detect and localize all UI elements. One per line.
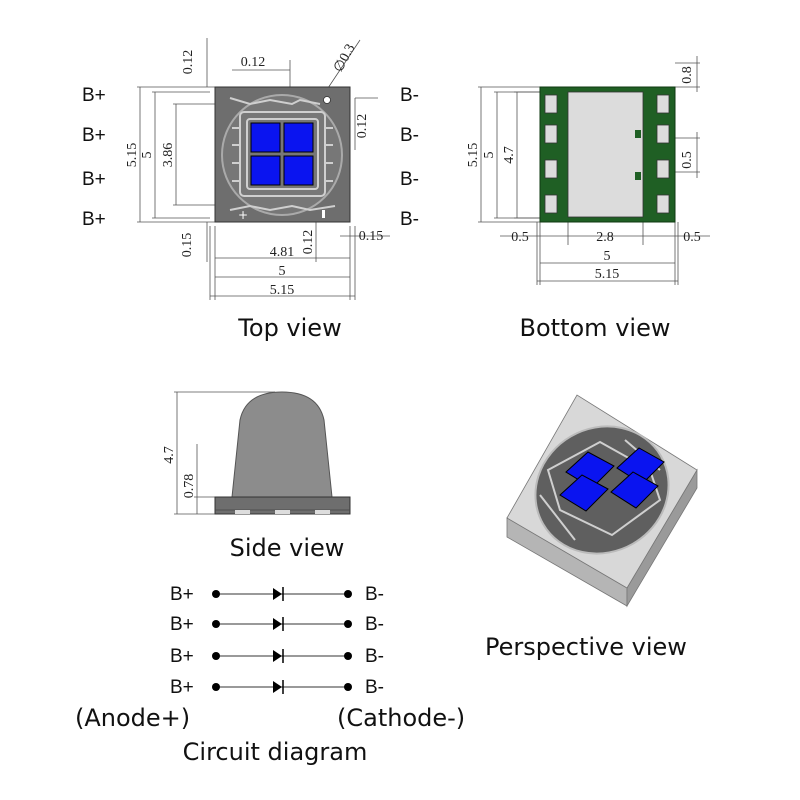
dim-left-gap: 0.5: [511, 230, 529, 245]
diode-icon: [273, 649, 284, 663]
dim-body-width: 5: [279, 264, 286, 279]
diode-icon: [273, 587, 284, 601]
led-die: [250, 122, 281, 153]
dim-base-height: 0.78: [182, 474, 197, 499]
dim-right-gap: 0.5: [683, 230, 701, 245]
node-dot: [212, 683, 220, 691]
pin-label-anode: B+: [170, 677, 194, 698]
dim-pad-height: 4.7: [502, 146, 517, 164]
pin-label-cathode: B-: [365, 614, 384, 635]
pin-label-anode: B+: [82, 209, 106, 230]
pin-label-anode: B+: [82, 85, 106, 106]
dim-mid-right: 0.5: [680, 151, 695, 169]
dim-right-gap: 0.12: [355, 114, 370, 139]
pin-label-anode: B+: [170, 646, 194, 667]
pin-label-cathode: B-: [400, 209, 419, 230]
led-die: [610, 471, 659, 509]
diode-icon: [273, 617, 284, 631]
perspective-view-caption: Perspective view: [485, 633, 687, 661]
dim-top-gap: 0.12: [181, 50, 196, 75]
pin-label-cathode: B-: [400, 85, 419, 106]
node-dot: [344, 652, 352, 660]
dim-outer-height: 5.15: [466, 143, 481, 168]
bottom-view-caption: Bottom view: [520, 314, 671, 342]
diode-icon: [273, 680, 284, 694]
node-dot: [212, 652, 220, 660]
dim-body-height: 5: [482, 152, 497, 159]
circuit-diagram: B+ B- B+ B- B+ B- B+ B-: [75, 584, 465, 766]
dim-outer-width: 5.15: [595, 267, 620, 282]
cathode-note: (Cathode-): [337, 704, 465, 732]
led-die: [283, 155, 314, 186]
pin-label-cathode: B-: [365, 646, 384, 667]
dim-bottom-mid: 0.12: [301, 230, 316, 255]
dim-top-right: 0.8: [680, 66, 695, 84]
dim-outer-height: 5.15: [125, 143, 140, 168]
dim-bottom-right: 0.15: [359, 229, 384, 244]
node-dot: [212, 620, 220, 628]
perspective-view: Perspective view: [485, 394, 698, 661]
dim-bottom-left: 0.15: [180, 233, 195, 258]
bottom-view: 5.15 5 4.7 0.8 0.5 0.5 2.8 0.5 5 5.15 Bo…: [466, 56, 710, 342]
node-dot: [344, 590, 352, 598]
pin-label-anode: B+: [82, 169, 106, 190]
dim-die-height: 3.86: [161, 143, 176, 168]
dim-body-height: 5: [140, 152, 155, 159]
dim-pad-gap: 0.12: [241, 55, 266, 70]
pin-label-anode: B+: [82, 125, 106, 146]
minus-mark: [322, 210, 325, 218]
top-view: + B+ B+ B+ B+ B- B- B- B- 5.15 5 3.86 0.…: [82, 38, 419, 342]
dim-total-height: 4.7: [162, 446, 177, 464]
led-die: [559, 474, 609, 512]
anode-note: (Anode+): [75, 704, 190, 732]
pin-label-cathode: B-: [400, 169, 419, 190]
pin-label-anode: B+: [170, 584, 194, 605]
pin-label-cathode: B-: [365, 584, 384, 605]
top-view-caption: Top view: [237, 314, 341, 342]
node-dot: [344, 620, 352, 628]
led-die: [250, 155, 281, 186]
led-die: [283, 122, 314, 153]
dim-die-width: 4.81: [270, 245, 295, 260]
pin-label-anode: B+: [170, 614, 194, 635]
circuit-diagram-caption: Circuit diagram: [183, 738, 368, 766]
pin-label-cathode: B-: [400, 125, 419, 146]
dim-outer-width: 5.15: [270, 283, 295, 298]
side-view-caption: Side view: [230, 534, 345, 562]
pin-label-cathode: B-: [365, 677, 384, 698]
plus-mark: +: [238, 208, 248, 222]
node-dot: [212, 590, 220, 598]
side-view: 4.7 0.78 Side view: [162, 391, 351, 562]
dim-hole: ∅0.3: [331, 42, 358, 75]
dim-center-width: 2.8: [596, 230, 614, 245]
dim-body-width: 5: [604, 249, 611, 264]
node-dot: [344, 683, 352, 691]
